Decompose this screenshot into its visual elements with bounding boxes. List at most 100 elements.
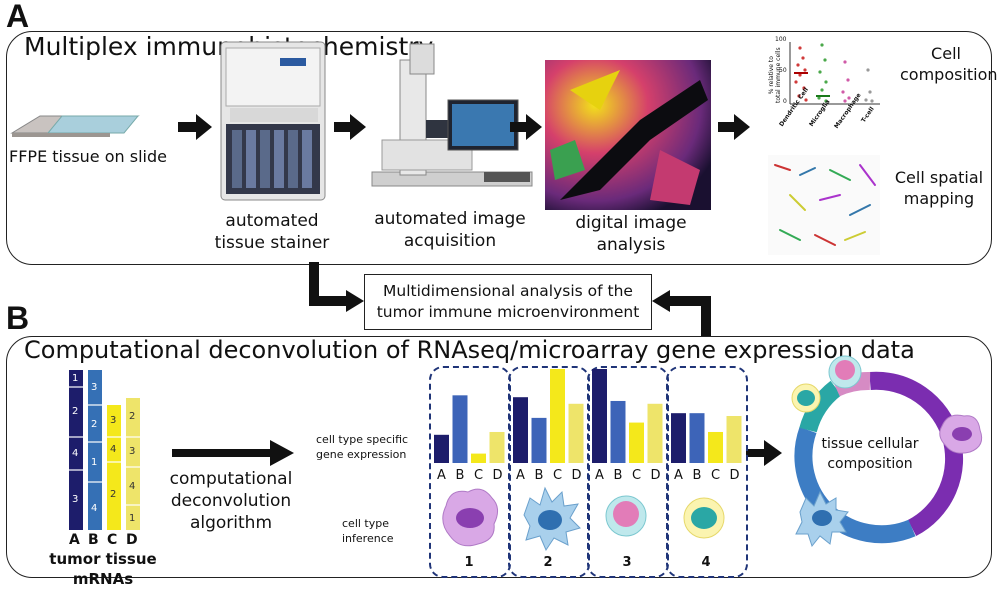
- analysis-line-1: digital image: [575, 213, 687, 233]
- composition-line-2: composition: [900, 64, 998, 84]
- mrna-seg-a2: 2: [72, 406, 79, 417]
- tumor-mrna-caption: tumor tissue mRNAs: [49, 550, 157, 588]
- arrow-right-icon: [334, 114, 366, 140]
- cell-type-box-2: [508, 366, 590, 578]
- algorithm-caption: computational deconvolution algorithm: [166, 468, 296, 534]
- mrna-col-label-a: A: [69, 532, 80, 548]
- inference-label: cell type inference: [342, 516, 394, 547]
- inference-line-2: inference: [342, 532, 394, 546]
- bar-label-3-A: A: [595, 468, 604, 483]
- composition-line-1: Cell: [931, 44, 961, 63]
- ring-macrophage-icon: [939, 414, 983, 454]
- mrna-seg-b1: 3: [91, 382, 98, 393]
- arrow-right-icon: [718, 114, 750, 140]
- acquisition-caption: automated image acquisition: [370, 208, 530, 252]
- algorithm-line-2: deconvolution: [170, 491, 292, 512]
- panel-b-letter: B: [6, 300, 30, 336]
- cell-type-box-3: [587, 366, 669, 578]
- bar-1-B: [452, 395, 468, 463]
- ring-monocyte-icon: [791, 383, 821, 413]
- composition-center-line-2: composition: [827, 456, 913, 473]
- bar-1-C: [471, 453, 486, 463]
- cell-type-number-2: 2: [543, 555, 553, 570]
- spatial-line-2: mapping: [903, 188, 975, 208]
- bar-2-A: [513, 397, 528, 463]
- gene-expression-label: cell type specific gene expression: [316, 432, 408, 463]
- mrna-col-label-b: B: [88, 532, 99, 548]
- arrow-right-icon: [346, 290, 364, 312]
- gene-expression-line-1: cell type specific: [316, 433, 409, 446]
- bar-label-4-B: B: [692, 468, 702, 483]
- bar-4-B: [689, 413, 705, 463]
- bar-2-C: [550, 369, 565, 463]
- bar-1-A: [434, 434, 449, 463]
- bar-label-4-A: A: [674, 468, 683, 483]
- ring-dendritic-icon: [795, 490, 849, 548]
- arrow-right-icon: [178, 114, 212, 140]
- mrna-seg-c3: 2: [110, 489, 117, 500]
- arrow-right-icon: [746, 440, 782, 466]
- bar-3-C: [629, 422, 644, 463]
- analysis-line-2: analysis: [596, 235, 666, 256]
- bar-3-A: [592, 369, 607, 463]
- arrow-right-icon: [172, 440, 294, 466]
- bar-4-C: [708, 431, 723, 463]
- slide-caption: FFPE tissue on slide: [9, 147, 167, 166]
- composition-center-line-1: tissue cellular: [821, 436, 919, 452]
- bar-label-4-C: C: [711, 468, 721, 483]
- bar-label-4-D: D: [729, 468, 740, 483]
- bar-label-2-A: A: [516, 468, 525, 483]
- mrna-seg-a4: 3: [72, 494, 79, 505]
- cell-type-number-1: 1: [464, 555, 474, 570]
- stainer-line-2: tissue stainer: [214, 233, 330, 254]
- mini-plot-ytick-50: 50: [779, 67, 787, 74]
- algorithm-line-1: computational: [169, 469, 293, 489]
- center-line-2: tumor immune microenvironment: [376, 303, 640, 321]
- acquisition-line-2: acquisition: [403, 231, 497, 252]
- bar-label-3-D: D: [650, 468, 661, 483]
- bar-label-1-C: C: [474, 468, 484, 483]
- cell-type-number-4: 4: [701, 555, 711, 570]
- mrna-seg-c2: 4: [110, 444, 117, 455]
- cell-composition-caption: Cell composition: [900, 44, 998, 86]
- bar-label-2-B: B: [534, 468, 544, 483]
- mrna-col-label-d: D: [126, 532, 138, 548]
- multidimensional-analysis-box: Multidimensional analysis of the tumor i…: [364, 274, 652, 330]
- mrna-seg-d1: 2: [129, 411, 136, 422]
- inference-line-1: cell type: [342, 517, 389, 530]
- macrophage-cell-icon: [442, 488, 498, 547]
- bar-label-1-A: A: [437, 468, 446, 483]
- center-line-1: Multidimensional analysis of the: [383, 282, 633, 301]
- bar-label-2-C: C: [553, 468, 563, 483]
- panel-b-title: Computational deconvolution of RNAseq/mi…: [24, 336, 915, 364]
- cell-type-box-1: [429, 366, 511, 578]
- lymphocyte-cell-icon: [605, 495, 647, 537]
- panel-a-letter: A: [6, 0, 30, 34]
- bar-3-B: [610, 400, 626, 463]
- bar-4-D: [726, 416, 742, 463]
- bar-1-D: [489, 431, 505, 463]
- bar-label-2-D: D: [571, 468, 582, 483]
- tissue-composition-caption: tissue cellular composition: [810, 434, 930, 475]
- cell-type-box-4: [666, 366, 748, 578]
- arrow-right-icon: [510, 114, 542, 140]
- bar-label-3-B: B: [613, 468, 623, 483]
- algorithm-line-3: algorithm: [189, 513, 273, 534]
- ring-lymphocyte-icon: [828, 355, 862, 389]
- mrna-seg-b3: 1: [91, 457, 98, 468]
- mrna-seg-c1: 3: [110, 415, 117, 426]
- spatial-line-1: Cell spatial: [894, 168, 984, 187]
- bar-3-D: [647, 403, 663, 463]
- mrna-seg-d2: 3: [129, 446, 136, 457]
